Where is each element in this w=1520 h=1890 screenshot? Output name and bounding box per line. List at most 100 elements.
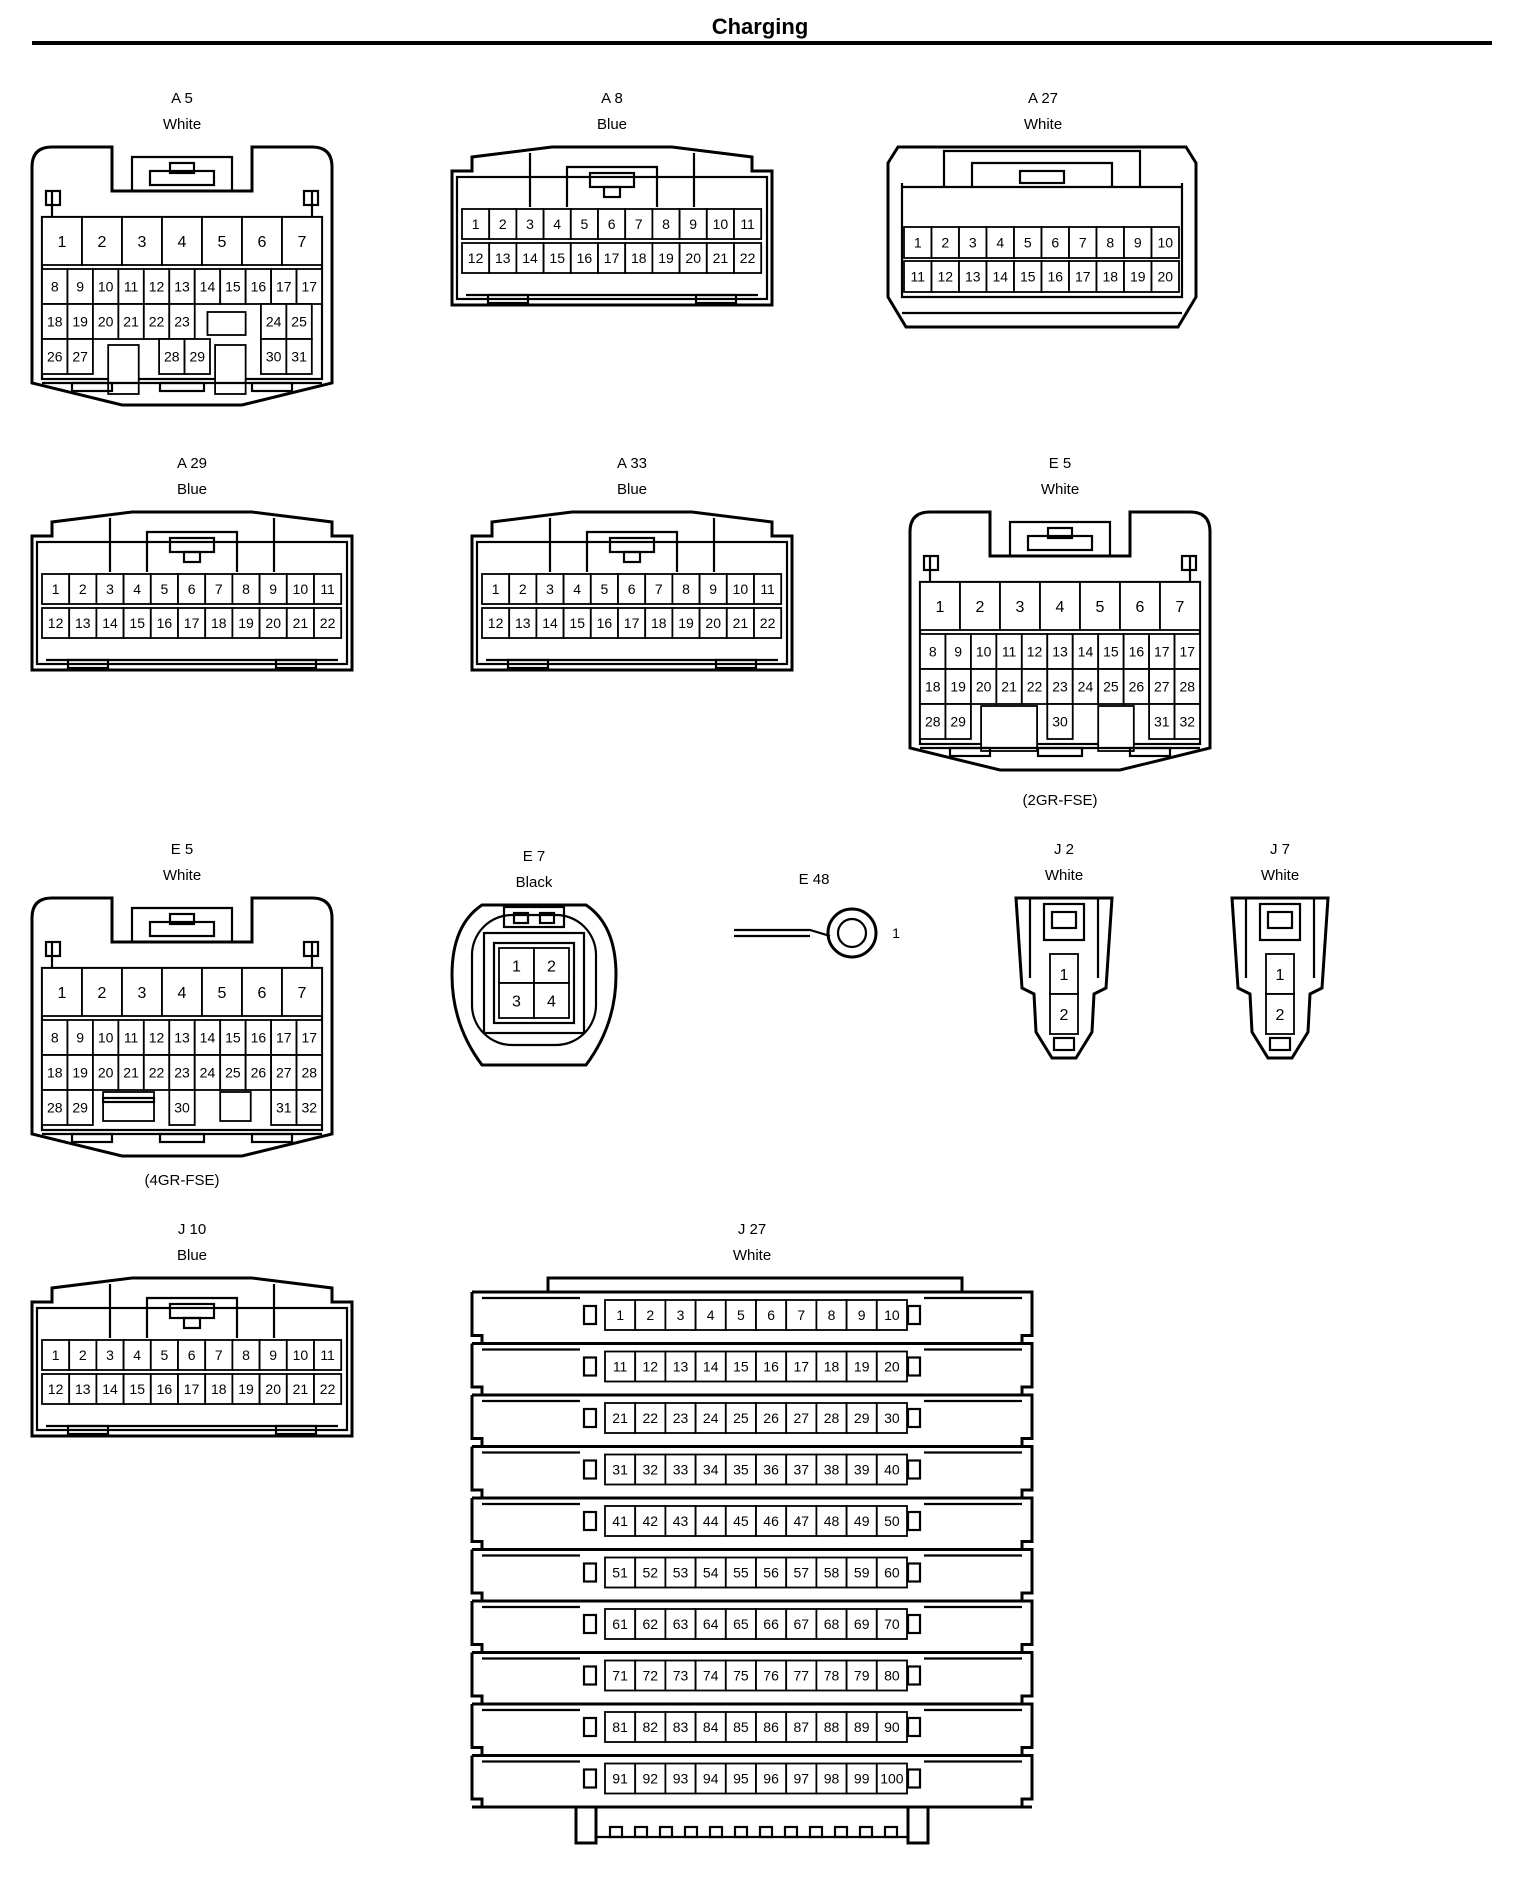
- pin-14: 14: [102, 615, 118, 631]
- pin-4: 4: [553, 216, 561, 232]
- pin-93: 93: [673, 1771, 689, 1787]
- pin-7: 7: [635, 216, 643, 232]
- pin-10: 10: [293, 1347, 309, 1363]
- pin-79: 79: [854, 1668, 870, 1684]
- pin-57: 57: [794, 1565, 810, 1581]
- pin-3: 3: [526, 216, 534, 232]
- pin-14: 14: [1078, 644, 1094, 660]
- connector-color: White: [1024, 116, 1062, 133]
- pin-63: 63: [673, 1616, 689, 1632]
- connector-code: J 27: [738, 1221, 766, 1238]
- pin-98: 98: [824, 1771, 840, 1787]
- pin-40: 40: [884, 1462, 900, 1478]
- pin-5: 5: [601, 581, 609, 597]
- pin-12: 12: [488, 615, 504, 631]
- pin-1: 1: [58, 985, 67, 1002]
- pin-7: 7: [215, 1347, 223, 1363]
- pin-4: 4: [133, 1347, 141, 1363]
- pin-27: 27: [72, 349, 88, 365]
- pin-23: 23: [673, 1410, 689, 1426]
- pin-2: 2: [1060, 1007, 1069, 1024]
- pin-14: 14: [200, 1030, 216, 1046]
- pin-11: 11: [124, 1030, 139, 1046]
- connector-color: White: [163, 867, 201, 884]
- pin-17: 17: [604, 250, 620, 266]
- pin-20: 20: [685, 250, 701, 266]
- pin-18: 18: [925, 679, 941, 695]
- pin-5: 5: [161, 1347, 169, 1363]
- pin-19: 19: [238, 615, 254, 631]
- connector-color: Blue: [177, 1247, 207, 1264]
- pin-2: 2: [547, 959, 556, 976]
- pin-34: 34: [703, 1462, 719, 1478]
- pin-5: 5: [1096, 599, 1105, 616]
- pin-20: 20: [265, 615, 281, 631]
- pin-14: 14: [102, 1381, 118, 1397]
- pin-2: 2: [79, 581, 87, 597]
- pin-11: 11: [124, 279, 139, 295]
- pin-85: 85: [733, 1719, 749, 1735]
- connector-code: J 7: [1270, 841, 1290, 858]
- pin-18: 18: [651, 615, 667, 631]
- pin-13: 13: [515, 615, 531, 631]
- pin-1: 1: [52, 1347, 60, 1363]
- pin-21: 21: [293, 1381, 309, 1397]
- pin-69: 69: [854, 1616, 870, 1632]
- connector-color: White: [733, 1247, 771, 1264]
- pin-24: 24: [703, 1410, 719, 1426]
- pin-66: 66: [763, 1616, 779, 1632]
- pin-76: 76: [763, 1668, 779, 1684]
- pin-12: 12: [468, 250, 484, 266]
- pin-13: 13: [673, 1359, 689, 1375]
- pin-36: 36: [763, 1462, 779, 1478]
- pin-31: 31: [1154, 714, 1170, 730]
- pin-24: 24: [200, 1065, 216, 1081]
- pin-7: 7: [215, 581, 223, 597]
- pin-25: 25: [291, 314, 307, 330]
- pin-8: 8: [51, 1030, 59, 1046]
- pin-8: 8: [682, 581, 690, 597]
- pin-8: 8: [662, 216, 670, 232]
- pin-21: 21: [123, 314, 139, 330]
- pin-6: 6: [258, 985, 267, 1002]
- pin-25: 25: [225, 1065, 241, 1081]
- pin-1: 1: [52, 581, 60, 597]
- pin-3: 3: [969, 235, 977, 251]
- pin-12: 12: [643, 1359, 659, 1375]
- pin-8: 8: [242, 1347, 250, 1363]
- pin-32: 32: [1179, 714, 1195, 730]
- pin-9: 9: [858, 1307, 866, 1323]
- pin-68: 68: [824, 1616, 840, 1632]
- connector-color: White: [1261, 867, 1299, 884]
- pin-8: 8: [51, 279, 59, 295]
- pin-7: 7: [797, 1307, 805, 1323]
- pin-1: 1: [936, 599, 945, 616]
- pin-16: 16: [157, 615, 173, 631]
- pin-15: 15: [225, 279, 241, 295]
- pin-30: 30: [266, 349, 282, 365]
- pin-84: 84: [703, 1719, 719, 1735]
- pin-6: 6: [188, 581, 196, 597]
- pin-12: 12: [48, 1381, 64, 1397]
- pin-100: 100: [880, 1771, 904, 1787]
- pin-38: 38: [824, 1462, 840, 1478]
- pin-55: 55: [733, 1565, 749, 1581]
- pin-72: 72: [643, 1668, 659, 1684]
- pin-19: 19: [1130, 269, 1146, 285]
- pin-26: 26: [251, 1065, 267, 1081]
- pin-32: 32: [301, 1100, 317, 1116]
- pin-75: 75: [733, 1668, 749, 1684]
- pin-39: 39: [854, 1462, 870, 1478]
- pin-9: 9: [76, 1030, 84, 1046]
- pin-18: 18: [631, 250, 647, 266]
- pin-41: 41: [612, 1513, 628, 1529]
- pin-18: 18: [47, 1065, 63, 1081]
- pin-20: 20: [98, 1065, 114, 1081]
- pin-1: 1: [472, 216, 480, 232]
- pin-9: 9: [689, 216, 697, 232]
- pin-6: 6: [1136, 599, 1145, 616]
- connector-color: Blue: [617, 481, 647, 498]
- pin-92: 92: [643, 1771, 659, 1787]
- pin-23: 23: [1052, 679, 1068, 695]
